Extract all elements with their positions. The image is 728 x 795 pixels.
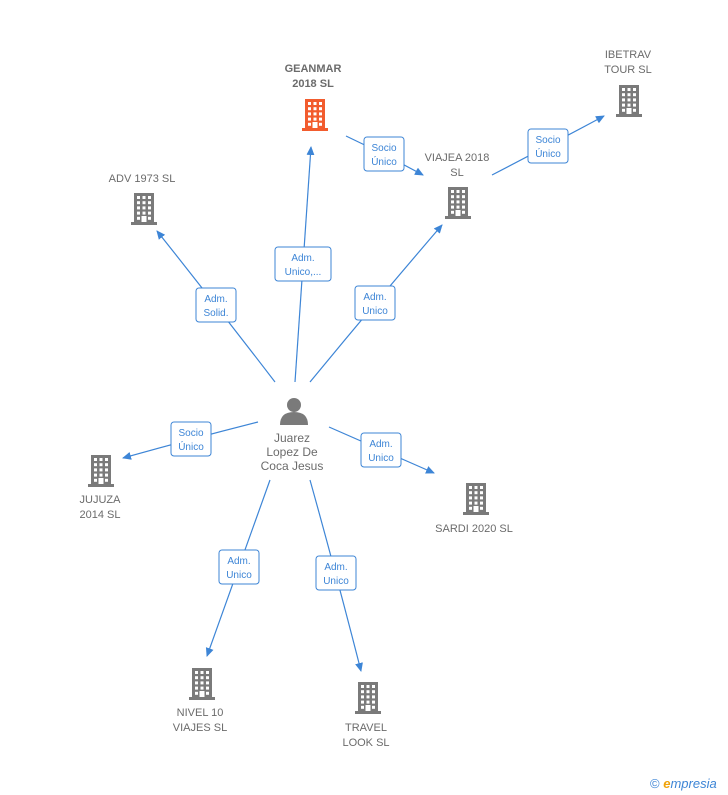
company-label-geanmar: GEANMAR (285, 63, 342, 75)
building-icon (355, 682, 381, 714)
edge-label-text: Adm. (291, 253, 314, 264)
edge-label-person-sardi[interactable]: Adm. Unico (360, 432, 402, 468)
building-icon (131, 193, 157, 225)
person-label: Coca Jesus (261, 459, 324, 473)
edge-label-box (218, 549, 260, 585)
edge-label-text: Adm. (324, 562, 347, 573)
company-label-viajea: SL (450, 167, 463, 179)
edges-layer (122, 115, 605, 672)
company-node-viajea[interactable] (445, 187, 471, 219)
edge-label-box (527, 128, 569, 164)
edge-label-text: Socio (371, 143, 396, 154)
company-label-travel: TRAVEL (345, 722, 387, 734)
edge-label-box (360, 432, 402, 468)
edge-label-text: Unico,... (285, 267, 322, 278)
edge-label-person-nivel[interactable]: Adm. Unico (218, 549, 260, 585)
company-label-ibetrav: TOUR SL (604, 64, 651, 76)
person-label: Juarez (274, 431, 310, 445)
company-node-geanmar[interactable] (302, 99, 328, 131)
edge-label-person-adv[interactable]: Adm. Solid. (195, 287, 237, 323)
edge-label-text: Unico (362, 306, 388, 317)
building-icon (88, 455, 114, 487)
edge-label-box (274, 246, 332, 282)
building-icon (445, 187, 471, 219)
brand-name: mpresia (670, 776, 717, 791)
edge-label-text: Unico (226, 570, 252, 581)
person-node[interactable] (280, 398, 308, 425)
edge-label-text: Adm. (369, 439, 392, 450)
company-label-jujuza: JUJUZA (80, 494, 122, 506)
company-node-sardi[interactable] (463, 483, 489, 515)
company-label-nivel: NIVEL 10 (177, 707, 224, 719)
edge-label-text: Adm. (204, 294, 227, 305)
building-icon (189, 668, 215, 700)
building-icon (463, 483, 489, 515)
company-label-jujuza: 2014 SL (80, 509, 121, 521)
edge-label-text: Único (535, 147, 561, 160)
company-label-adv: ADV 1973 SL (109, 173, 176, 185)
company-label-sardi: SARDI 2020 SL (435, 523, 513, 535)
edge-label-box (170, 421, 212, 457)
company-node-adv[interactable] (131, 193, 157, 225)
company-label-travel: LOOK SL (342, 737, 389, 749)
edge-label-text: Único (178, 440, 204, 453)
person-label: Lopez De (266, 445, 318, 459)
building-icon (302, 99, 328, 131)
company-node-ibetrav[interactable] (616, 85, 642, 117)
company-label-viajea: VIAJEA 2018 (425, 152, 490, 164)
building-icon (616, 85, 642, 117)
company-label-ibetrav: IBETRAV (605, 49, 652, 61)
edge-label-box (195, 287, 237, 323)
edge-label-text: Adm. (227, 556, 250, 567)
copyright-symbol: © (650, 776, 660, 791)
company-node-travel[interactable] (355, 682, 381, 714)
edge-label-text: Único (371, 155, 397, 168)
edge-labels-layer: Adm.Unico,...Adm.Solid.Adm.UnicoSocioÚni… (170, 128, 569, 591)
edge-label-person-viajea[interactable]: Adm. Unico (354, 285, 396, 321)
company-label-geanmar: 2018 SL (292, 78, 334, 90)
brand-initial: e (663, 776, 671, 791)
company-label-nivel: VIAJES SL (173, 722, 227, 734)
edge-label-text: Socio (178, 428, 203, 439)
edge-label-box (354, 285, 396, 321)
edge-label-text: Socio (535, 135, 560, 146)
company-node-nivel[interactable] (189, 668, 215, 700)
company-node-jujuza[interactable] (88, 455, 114, 487)
edge-label-text: Solid. (203, 308, 228, 319)
edge-label-text: Unico (323, 576, 349, 587)
edge-label-box (315, 555, 357, 591)
edge-label-person-geanmar[interactable]: Adm. Unico,... (274, 246, 332, 282)
edge-label-text: Unico (368, 453, 394, 464)
edge-label-person-travel[interactable]: Adm. Unico (315, 555, 357, 591)
copyright-footer: © empresia (650, 776, 717, 791)
edge-label-text: Adm. (363, 292, 386, 303)
person-icon (280, 398, 308, 425)
edge-label-box (363, 136, 405, 172)
